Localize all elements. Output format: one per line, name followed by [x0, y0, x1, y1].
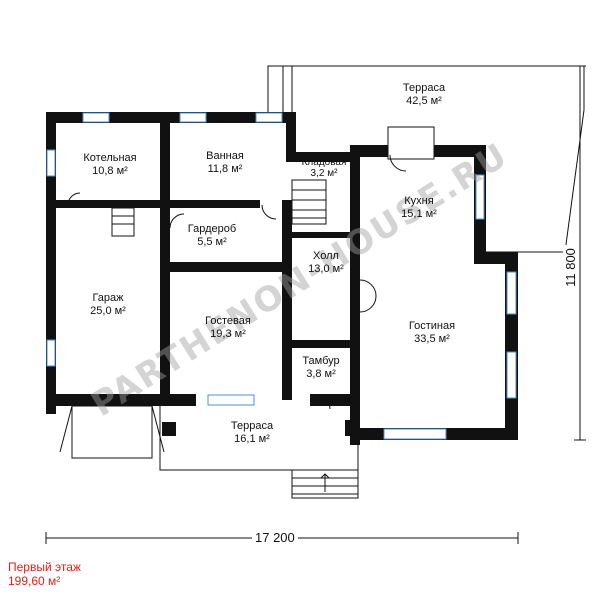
- room-bath: Ванная 11,8 м²: [206, 150, 244, 176]
- room-pantry: Кладовая 3,2 м²: [302, 157, 347, 179]
- room-area-garage: 25,0 м²: [90, 305, 126, 317]
- doors: [67, 154, 407, 410]
- dimension-width: 17 200: [252, 530, 298, 545]
- room-area-terrace-bottom: 16,1 м²: [234, 433, 270, 445]
- room-name-terrace-top: Терраса: [402, 82, 446, 94]
- floor-name: Первый этаж: [8, 560, 81, 574]
- room-guest: Гостевая 19,3 м²: [205, 315, 251, 341]
- room-name-wardrobe: Гардероб: [187, 223, 237, 235]
- floor-total-area: 199,60 м²: [8, 574, 61, 588]
- room-name-hall: Холл: [313, 250, 339, 262]
- room-name-guest: Гостевая: [205, 315, 251, 327]
- room-area-pantry: 3,2 м²: [310, 168, 338, 179]
- room-area-living: 33,5 м²: [414, 333, 450, 345]
- room-terrace-top: Терраса 42,5 м²: [403, 82, 445, 108]
- room-area-vestibule: 3,8 м²: [306, 368, 336, 380]
- stairs-interior: [111, 179, 327, 237]
- floor-caption: Первый этаж 199,60 м²: [8, 560, 81, 588]
- room-area-wardrobe: 5,5 м²: [197, 236, 227, 248]
- room-boiler: Котельная 10,8 м²: [83, 152, 136, 178]
- room-name-living: Гостиная: [408, 320, 456, 332]
- room-name-kitchen: Кухня: [404, 195, 434, 207]
- room-name-terrace-bottom: Терраса: [230, 420, 274, 432]
- room-garage: Гараж 25,0 м²: [90, 292, 126, 318]
- room-area-terrace-top: 42,5 м²: [406, 95, 442, 107]
- room-name-garage: Гараж: [92, 292, 124, 304]
- room-area-hall: 13,0 м²: [308, 263, 344, 275]
- room-name-boiler: Котельная: [83, 152, 137, 164]
- interior-walls: [56, 112, 352, 400]
- terrace-top-outline: [267, 65, 585, 253]
- room-name-bath: Ванная: [206, 150, 244, 162]
- room-name-pantry: Кладовая: [301, 157, 347, 168]
- room-vestibule: Тамбур 3,8 м²: [302, 355, 339, 381]
- windows: [46, 112, 517, 440]
- room-living: Гостиная 33,5 м²: [409, 320, 455, 346]
- room-hall: Холл 13,0 м²: [308, 250, 344, 276]
- room-area-kitchen: 15,1 м²: [401, 208, 437, 220]
- room-area-bath: 11,8 м²: [207, 163, 243, 175]
- dimension-height: 11 800: [562, 245, 578, 290]
- room-kitchen: Кухня 15,1 м²: [401, 195, 437, 221]
- room-wardrobe: Гардероб 5,5 м²: [188, 223, 236, 249]
- room-name-vestibule: Тамбур: [302, 355, 340, 367]
- entrance-steps: [59, 404, 359, 499]
- room-area-boiler: 10,8 м²: [92, 165, 128, 177]
- room-terrace-bottom: Терраса 16,1 м²: [231, 420, 273, 446]
- room-area-guest: 19,3 м²: [210, 328, 246, 340]
